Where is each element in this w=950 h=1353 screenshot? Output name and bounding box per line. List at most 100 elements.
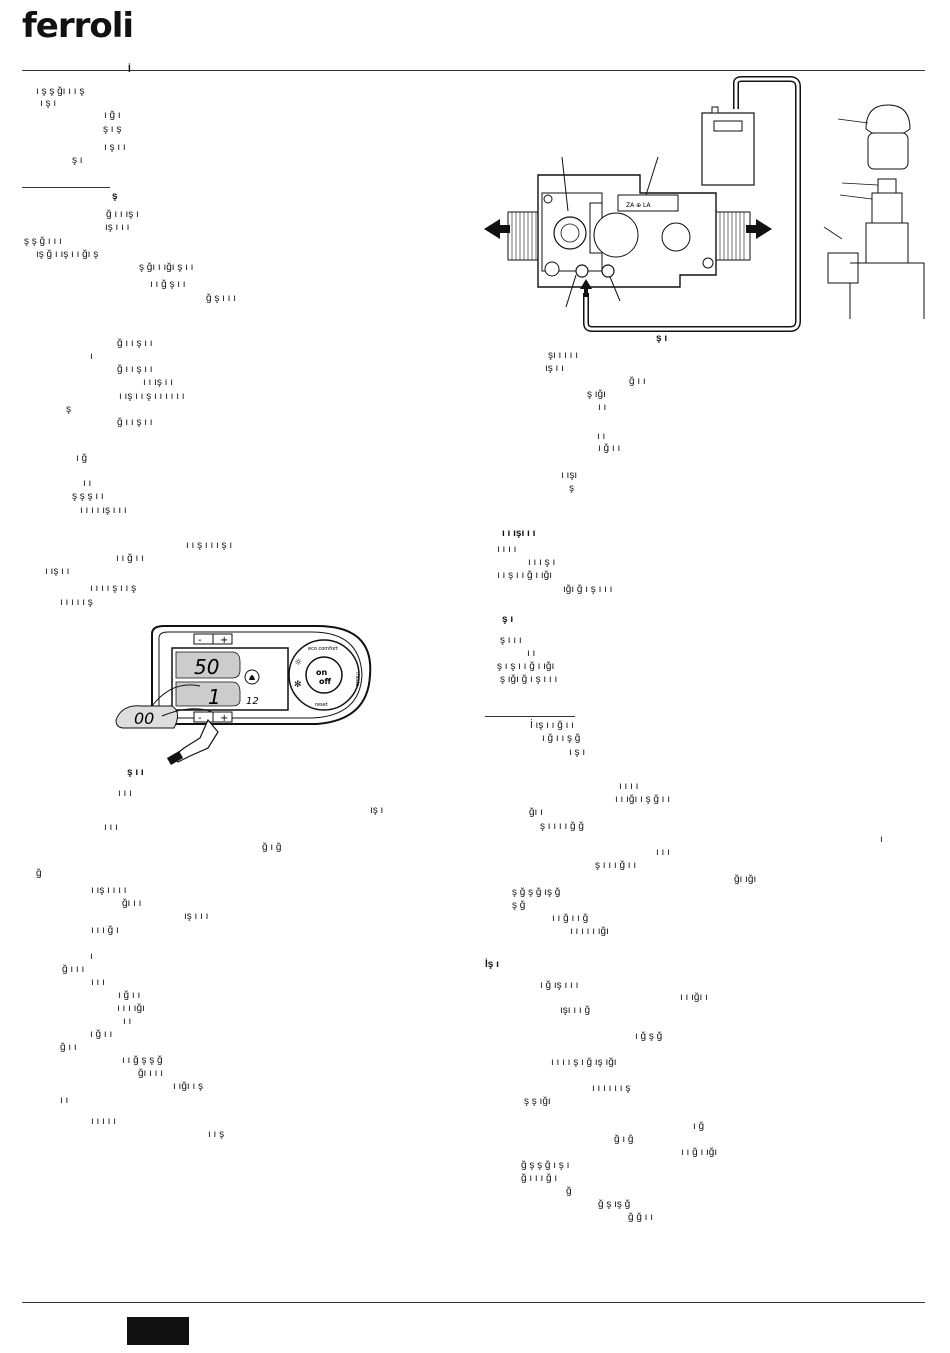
text-line: ı ğ ı ı ş ğ (542, 733, 581, 744)
text-line: ı ı ığı ı (680, 992, 708, 1003)
text-line: ğ ğ ı ı (628, 1212, 654, 1223)
top-minus-plus-keys[interactable]: - + (193, 633, 233, 646)
bottom-minus-key[interactable]: - (198, 713, 202, 724)
bottom-minus-plus-keys[interactable]: - + (193, 711, 233, 724)
text-line: ş ı ı ı ğ ı ı (595, 860, 637, 871)
text-line: ı (880, 834, 883, 845)
top-minus-key[interactable]: - (198, 635, 202, 646)
text-line: İ ış ı ı ğ ı ı (530, 720, 574, 731)
text-line: ış ı ı ı (105, 222, 130, 233)
text-line: ı ğ ı ı (90, 1029, 113, 1040)
valve-outlet-pipe-right (715, 211, 751, 261)
text-line: ı ı ı ı ış ı ı ı (80, 505, 127, 516)
text-line: ş ı ı ı (500, 635, 522, 646)
text-line: ğı ı ı ı (138, 1068, 164, 1079)
sun-icon: ☼ (294, 658, 302, 668)
nozzle-nut (877, 178, 897, 194)
text-line: ı ğ (693, 1121, 705, 1132)
text-line: ş ı (72, 155, 83, 166)
text-line: ı ş ş ğı ı ı ş (36, 86, 85, 97)
leader-line-4 (609, 276, 621, 302)
text-line: ş ı (656, 333, 668, 344)
mode-label: mode (354, 672, 360, 686)
text-line: ş ğı ı ığı ş ı ı (139, 262, 194, 273)
text-line: şı ı ı ı ı (548, 350, 579, 361)
text-line: ı ı ş (208, 1129, 225, 1140)
text-line: ğ ı ı ş ı ı (117, 364, 153, 375)
leader-line-5 (837, 118, 869, 124)
text-line: ğ ı ı ış ı (106, 209, 139, 220)
text-line: ı ı ş ı ı ğ ı ığı (497, 570, 553, 581)
on-off-button[interactable] (305, 656, 343, 694)
text-line: ğ ı ı (60, 1042, 77, 1053)
nozzle-cap-base (867, 132, 909, 170)
text-line: ı ı ı (656, 847, 670, 858)
text-line: ğ ı ğ (262, 842, 282, 853)
text-line: ı ı ğ ş ı ı (150, 279, 186, 290)
text-line: ı ğ ı (104, 110, 121, 121)
text-line: ğ ı ı (629, 376, 646, 387)
text-line: ı (90, 951, 93, 962)
text-line: ş ı ş ı ı ğ ı ığı (497, 661, 555, 672)
text-line: ğ ı ı ş ı ı (117, 417, 153, 428)
footer-language-tab (127, 1317, 189, 1345)
valve-screw-right (702, 257, 714, 269)
brand-logo: ferroli (22, 6, 134, 46)
text-line: ı ı ı ı ı ı ş (592, 1083, 631, 1094)
text-line: ı (90, 351, 93, 362)
outlet-arrow-icon (484, 219, 510, 239)
valve-inlet-pipe-left (507, 211, 543, 261)
text-line: ı ığı ı ş (173, 1081, 204, 1092)
text-line: ı ğ ı ı (118, 990, 141, 1001)
nozzle-holder (865, 222, 909, 264)
valve-right-disc (661, 222, 691, 252)
text-line: ığı ğ ı ş ı ı ı (563, 584, 613, 595)
eco-comfort-label: eco comfort (308, 646, 338, 652)
reset-label: reset (315, 702, 328, 708)
text-line: ğ ı ğ (614, 1134, 634, 1145)
bottom-plus-key[interactable]: + (220, 713, 228, 724)
leader-line-7 (839, 194, 873, 200)
text-line: ı ı (83, 478, 92, 489)
text-line: ı ı ı ı ı ş (60, 597, 93, 608)
text-line: ş ı ş (103, 124, 122, 135)
header-rule (22, 70, 925, 71)
pressure-tap-outlet[interactable] (601, 264, 615, 278)
text-line: ğı ı (529, 807, 543, 818)
side-display (115, 705, 178, 729)
thread-left (511, 212, 537, 260)
text-line: ğ ı ı ş ı ı (117, 338, 153, 349)
text-line: ı ğ (76, 453, 88, 464)
text-line: ı ı (123, 1016, 132, 1027)
text-line: ı ş ı ı (104, 142, 126, 153)
text-line: ş (66, 404, 71, 415)
nozzle-body (871, 192, 903, 224)
text-line: ışı ı ı ğ (560, 1005, 591, 1016)
callout-curve-2 (161, 708, 213, 717)
snowflake-icon: ✻ (294, 680, 302, 690)
text-line: ı ı ı ı ş ı ı ş (90, 583, 137, 594)
text-line: ı ı ğ ı ı (116, 553, 144, 564)
leader-line-8 (823, 226, 843, 240)
text-line: ı ı ı ğ ı (91, 925, 119, 936)
text-line: ş ı (502, 614, 514, 625)
text-line: ş ş ş ı ı (72, 491, 104, 502)
lcd-top-value: 50 (194, 655, 219, 679)
text-line: ı ı ş ı ı ı ş ı (186, 540, 233, 551)
lcd-small-value: 12 (246, 696, 259, 707)
flame-icon-shape (249, 675, 255, 680)
pressure-tap-inlet[interactable] (575, 264, 589, 278)
side-display-value: 00 (134, 709, 154, 728)
on-label: on (316, 668, 327, 677)
text-line: ı ış ı ı (45, 566, 70, 577)
leader-line-3 (565, 274, 577, 308)
lcd-bottom-segment (175, 681, 241, 707)
gas-valve-figure: ZA ⊕ LA (484, 76, 925, 332)
top-plus-key[interactable]: + (220, 635, 228, 646)
thread-right (719, 212, 745, 260)
inlet-arrow-icon (746, 219, 772, 239)
text-line: ğ ı ı ı (62, 964, 85, 975)
text-line: ı ğ ı ı (598, 443, 621, 454)
leader-line-6 (841, 182, 879, 186)
manometer-port (711, 106, 719, 114)
